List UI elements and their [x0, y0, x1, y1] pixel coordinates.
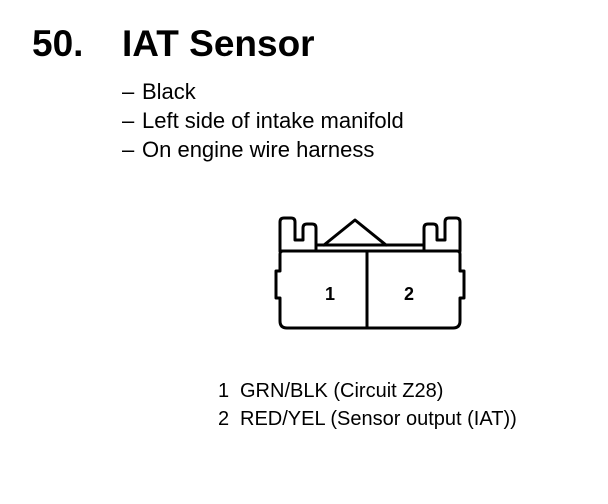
pin-label: 2	[404, 284, 414, 304]
note-text: Left side of intake manifold	[142, 108, 404, 133]
left-latch	[278, 216, 318, 253]
note-text: On engine wire harness	[142, 137, 375, 162]
right-latch	[422, 216, 462, 253]
pinout-pin: 1	[218, 380, 230, 402]
note-text: Black	[142, 79, 196, 104]
section-title: IAT Sensor	[122, 23, 315, 64]
note-item: –On engine wire harness	[122, 135, 404, 164]
note-dash: –	[122, 79, 135, 104]
notes-list: –Black –Left side of intake manifold –On…	[122, 77, 404, 164]
pinout-desc: RED/YEL (Sensor output (IAT))	[240, 408, 517, 430]
connector-body	[274, 249, 466, 330]
pinout-item: 2 RED/YEL (Sensor output (IAT))	[218, 405, 517, 433]
pinout-pin: 2	[218, 408, 230, 430]
pin-label: 1	[325, 284, 335, 304]
note-item: –Black	[122, 77, 404, 106]
section-number: 50.	[32, 23, 84, 64]
note-dash: –	[122, 108, 135, 133]
note-dash: –	[122, 137, 135, 162]
note-item: –Left side of intake manifold	[122, 106, 404, 135]
pinout-item: 1 GRN/BLK (Circuit Z28)	[218, 377, 517, 405]
pinout-list: 1 GRN/BLK (Circuit Z28) 2 RED/YEL (Sensor …	[218, 377, 517, 433]
pinout-desc: GRN/BLK (Circuit Z28)	[240, 380, 444, 402]
top-key	[322, 218, 388, 247]
